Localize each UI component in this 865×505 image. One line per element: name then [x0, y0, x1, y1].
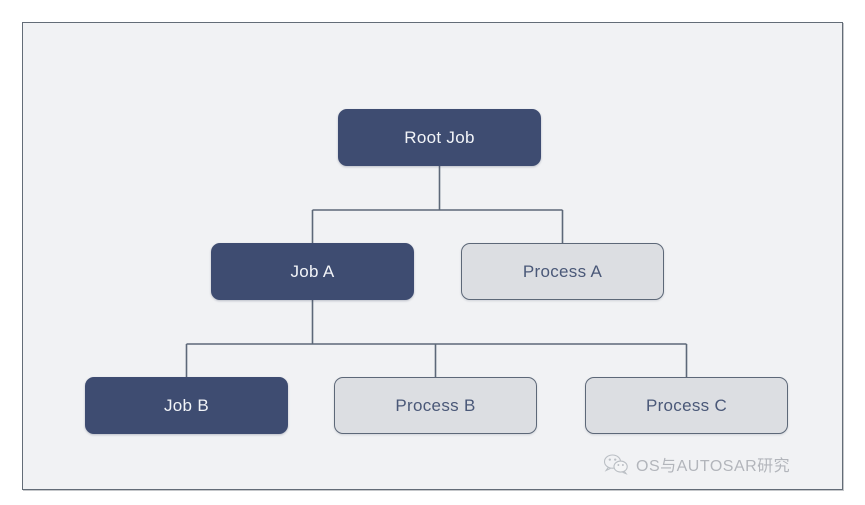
node-root-job[interactable]: Root Job — [338, 109, 541, 166]
watermark-text: OS与AUTOSAR研究 — [636, 458, 791, 475]
node-process-a-label: Process A — [522, 261, 603, 281]
node-process-b-label: Process B — [395, 395, 476, 415]
wechat-icon — [603, 454, 628, 475]
diagram-canvas: Root Job Job A Process A Job B Process B… — [22, 22, 843, 490]
node-process-c-label: Process C — [645, 395, 728, 415]
watermark: OS与AUTOSAR研究 — [603, 452, 790, 476]
node-job-a-label: Job A — [290, 261, 335, 281]
node-process-c[interactable]: Process C — [585, 377, 788, 434]
node-process-b[interactable]: Process B — [334, 377, 537, 434]
node-job-a[interactable]: Job A — [211, 243, 414, 300]
node-job-b-label: Job B — [164, 395, 209, 415]
node-job-b[interactable]: Job B — [85, 377, 288, 434]
node-process-a[interactable]: Process A — [461, 243, 664, 300]
node-root-job-label: Root Job — [404, 127, 475, 147]
